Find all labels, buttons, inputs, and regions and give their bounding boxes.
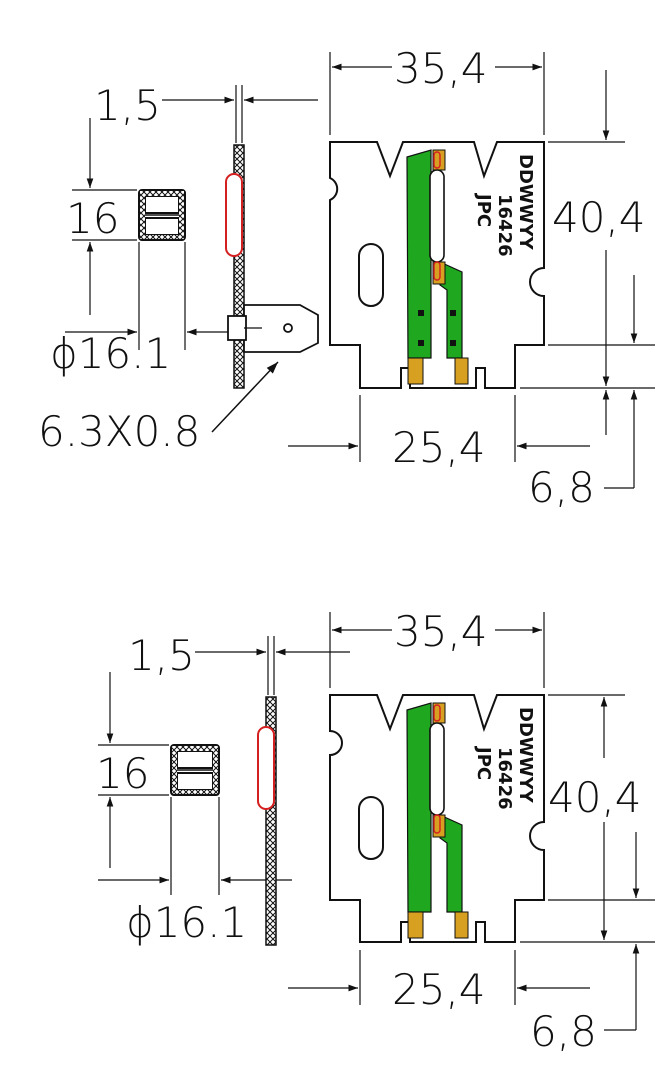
dim-pitch bbox=[288, 950, 590, 1005]
dim-offset bbox=[604, 832, 640, 1031]
via bbox=[418, 310, 424, 316]
marking-line-3: JPC bbox=[473, 192, 494, 227]
dim-label-terminal: 6.3X0.8 bbox=[38, 407, 200, 456]
terminal-leader bbox=[211, 361, 279, 433]
dim-label-offset: 6,8 bbox=[530, 1007, 597, 1056]
via bbox=[450, 310, 456, 316]
dim-height bbox=[520, 694, 655, 943]
reed-glass bbox=[429, 169, 445, 263]
side-reed-switch bbox=[225, 173, 243, 257]
reed-lead-bottom bbox=[433, 261, 441, 281]
marking-line-2: 16426 bbox=[494, 194, 515, 257]
dim-label-diameter: ϕ16.1 bbox=[50, 329, 171, 378]
reed-lead-top bbox=[433, 151, 441, 169]
front-slot bbox=[358, 243, 384, 307]
dim-diameter bbox=[98, 797, 292, 895]
marking-line-3: JPC bbox=[473, 745, 494, 780]
dim-width bbox=[329, 52, 545, 135]
dim-label-width: 35,4 bbox=[394, 607, 488, 656]
dim-label-pitch: 25,4 bbox=[392, 423, 486, 472]
dim-offset bbox=[602, 275, 638, 489]
marking-line-2: 16426 bbox=[494, 747, 515, 810]
view-without-terminal: 16 ϕ16.1 1,5 D bbox=[96, 607, 655, 1056]
pcb-trace-upper bbox=[406, 149, 432, 359]
cross-section-hatch bbox=[140, 191, 184, 239]
via bbox=[450, 340, 456, 346]
pad-bottom-left bbox=[407, 911, 424, 939]
dim-label-diameter: ϕ16.1 bbox=[126, 898, 247, 947]
dim-thickness bbox=[162, 85, 318, 143]
pad-mid bbox=[432, 261, 446, 285]
front-slot bbox=[358, 796, 384, 860]
cross-section bbox=[138, 189, 186, 241]
reed-lead-bottom bbox=[433, 814, 441, 834]
dim-label-offset: 6,8 bbox=[528, 463, 595, 512]
dim-label-16: 16 bbox=[96, 749, 149, 798]
dim-label-16: 16 bbox=[66, 194, 119, 243]
board-marking: DDWWYY 16426 JPC bbox=[473, 707, 536, 810]
side-board bbox=[233, 144, 245, 389]
pcb-trace-lower bbox=[439, 814, 463, 913]
pad-bottom-right bbox=[454, 911, 469, 939]
dim-label-height: 40,4 bbox=[548, 773, 642, 822]
dim-width bbox=[329, 612, 545, 688]
marking-line-1: DDWWYY bbox=[515, 707, 536, 804]
via bbox=[418, 340, 424, 346]
dim-height-16 bbox=[98, 672, 169, 868]
cross-section-hatch bbox=[172, 746, 218, 794]
pcb-trace-upper bbox=[406, 702, 432, 913]
dim-height-16 bbox=[72, 118, 137, 315]
dim-thickness bbox=[195, 636, 350, 695]
dim-label-width: 35,4 bbox=[394, 44, 488, 93]
dim-label-thickness: 1,5 bbox=[94, 81, 161, 130]
side-terminal bbox=[227, 304, 319, 353]
dim-diameter bbox=[65, 242, 250, 350]
dim-label-height: 40,4 bbox=[552, 193, 646, 242]
reed-lead-top bbox=[433, 704, 441, 722]
board-marking: DDWWYY 16426 JPC bbox=[473, 154, 536, 257]
pad-mid bbox=[432, 814, 446, 838]
side-board bbox=[265, 696, 277, 946]
view-with-terminal: 16 ϕ16.1 1,5 6.3X0.8 bbox=[38, 44, 655, 512]
dim-label-pitch: 25,4 bbox=[392, 965, 486, 1014]
dim-height bbox=[520, 70, 655, 389]
dim-label-thickness: 1,5 bbox=[128, 631, 195, 680]
cross-section bbox=[170, 744, 220, 796]
dim-pitch bbox=[288, 395, 590, 462]
pad-bottom-right bbox=[454, 357, 469, 385]
marking-line-1: DDWWYY bbox=[515, 154, 536, 251]
side-reed-switch bbox=[257, 726, 275, 810]
reed-glass bbox=[429, 722, 445, 816]
pad-bottom-left bbox=[407, 357, 424, 385]
